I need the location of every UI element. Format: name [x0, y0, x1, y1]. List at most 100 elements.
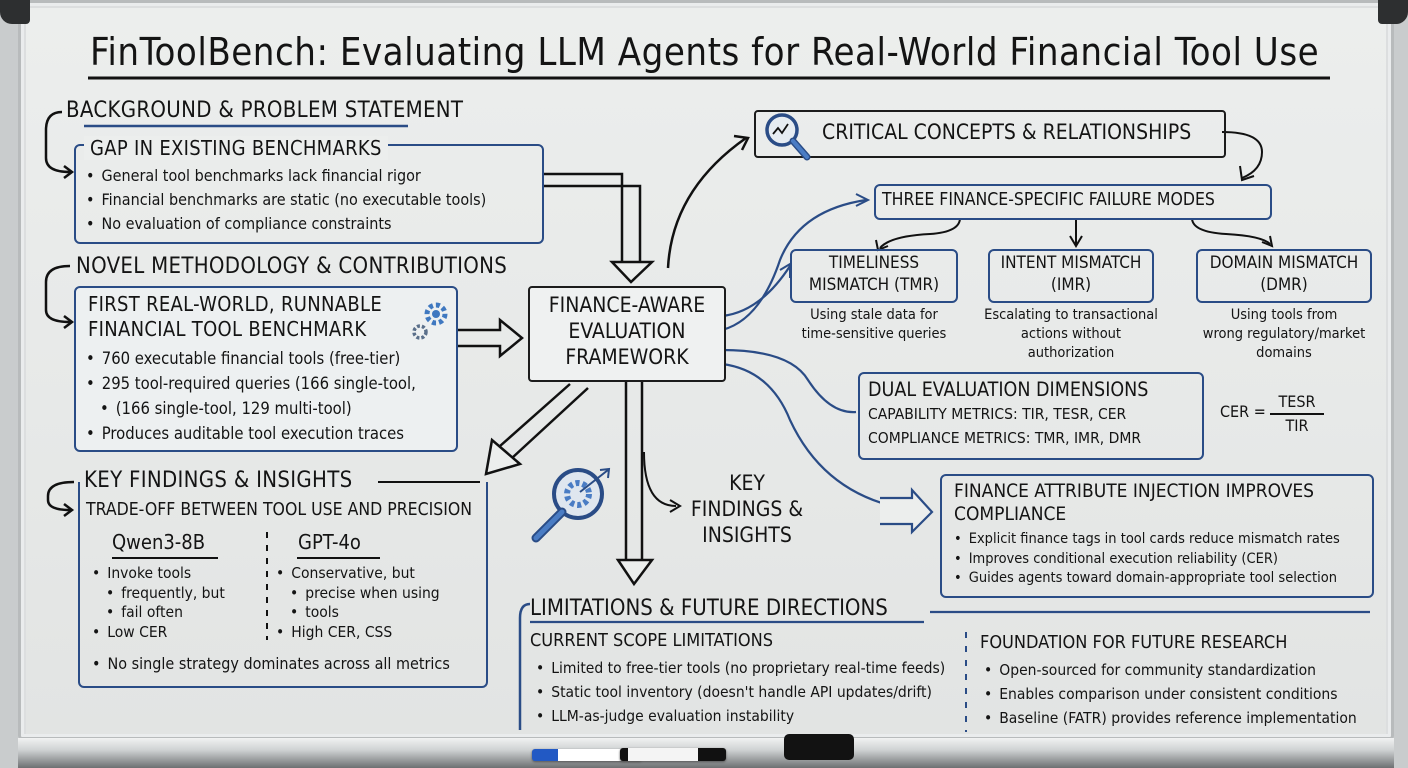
- branch-arrow-dmr: [1191, 217, 1271, 245]
- scope-bullets: Limited to free-tier tools (no proprieta…: [536, 656, 945, 728]
- bullet: General tool benchmarks lack financial r…: [86, 164, 486, 188]
- bullet: No evaluation of compliance constraints: [86, 212, 486, 236]
- bracket-arrow: [44, 264, 71, 324]
- bullet-continuation: precise when using: [276, 584, 439, 604]
- framework-line: FRAMEWORK: [565, 345, 689, 369]
- failure-mode-tmr: [790, 249, 958, 303]
- scope-title: CURRENT SCOPE LIMITATIONS: [530, 630, 774, 651]
- bullet: Explicit finance tags in tool cards redu…: [954, 530, 1340, 550]
- bullet: Low CER: [92, 623, 225, 643]
- findings-subheading: TRADE-OFF BETWEEN TOOL USE AND PRECISION: [86, 500, 473, 520]
- qwen-bullets: Invoke tools frequently, but fail often …: [92, 564, 225, 642]
- model-name-qwen: Qwen3-8B: [112, 530, 206, 554]
- black-marker[interactable]: [620, 748, 726, 761]
- capability-metrics: CAPABILITY METRICS: TIR, TESR, CER: [868, 405, 1127, 423]
- bullet-continuation: frequently, but: [92, 584, 225, 604]
- arrow-to-key-findings-label: [643, 451, 677, 507]
- bullet: Improves conditional execution reliabili…: [954, 550, 1340, 570]
- benchmark-title-line: FIRST REAL-WORLD, RUNNABLE: [88, 292, 382, 316]
- failure-mode-dmr-title: DOMAIN MISMATCH(DMR): [1209, 253, 1359, 295]
- future-bullets: Open-sourced for community standardizati…: [984, 658, 1357, 730]
- bullet-continuation: tools: [276, 603, 440, 623]
- hollow-arrow-gap-to-center: [542, 172, 624, 262]
- failure-mode-imr: [988, 249, 1154, 303]
- blue-arrow-to-tmr: [721, 265, 791, 318]
- framework-line: FINANCE-AWARE: [548, 293, 706, 317]
- bullet: Baseline (FATR) provides reference imple…: [984, 706, 1356, 730]
- framework-label: FINANCE-AWARE EVALUATION FRAMEWORK: [528, 292, 726, 370]
- arrow-concepts-to-failure: [1221, 131, 1264, 179]
- hollow-arrow-center-to-findings: [499, 383, 571, 447]
- limitations-bracket: [518, 602, 531, 730]
- injection-bullets: Explicit finance tags in tool cards redu…: [954, 530, 1340, 589]
- bracket-arrow: [46, 480, 75, 512]
- blue-arrow-to-dual: [721, 348, 857, 414]
- benchmark-bullets: 760 executable financial tools (free-tie…: [86, 346, 416, 446]
- compliance-metrics: COMPLIANCE METRICS: TMR, IMR, DMR: [868, 429, 1142, 447]
- page-title: FinToolBench: Evaluating LLM Agents for …: [90, 30, 1320, 74]
- bullet: 295 tool-required queries (166 single-to…: [86, 371, 416, 396]
- blue-arrow-to-failure-modes: [721, 198, 867, 332]
- frame-corner-top-right: [1378, 0, 1408, 24]
- formula-denominator: TIR: [1285, 416, 1309, 435]
- bullet: 760 executable financial tools (free-tie…: [86, 346, 416, 371]
- bullet: Static tool inventory (doesn't handle AP…: [536, 680, 945, 704]
- benchmark-title-line: FINANCIAL TOOL BENCHMARK: [88, 317, 367, 341]
- future-title: FOUNDATION FOR FUTURE RESEARCH: [980, 632, 1288, 653]
- concepts-heading: CRITICAL CONCEPTS & RELATIONSHIPS: [822, 120, 1192, 144]
- framework-line: EVALUATION: [568, 319, 686, 343]
- dual-evaluation-box: [858, 372, 1204, 460]
- concepts-box: [754, 110, 1226, 158]
- gap-bullets: General tool benchmarks lack financial r…: [86, 164, 487, 236]
- label-line: KEY: [729, 471, 765, 495]
- gears-icon: [412, 302, 448, 340]
- background-heading: BACKGROUND & PROBLEM STATEMENT: [66, 98, 464, 123]
- bracket-arrow: [44, 110, 71, 174]
- bullet: Open-sourced for community standardizati…: [984, 658, 1357, 682]
- failure-modes-box: [874, 184, 1272, 220]
- failure-mode-dmr: [1196, 249, 1372, 303]
- dual-evaluation-title: DUAL EVALUATION DIMENSIONS: [868, 378, 1149, 401]
- findings-box: [78, 482, 488, 688]
- formula-numerator: TESR: [1278, 392, 1316, 411]
- magnifier-gear-icon: [531, 467, 611, 543]
- blue-marker[interactable]: [532, 749, 642, 761]
- framework-box: [528, 286, 726, 382]
- findings-heading: KEY FINDINGS & INSIGHTS: [84, 468, 353, 493]
- key-findings-label: KEY FINDINGS & INSIGHTS: [682, 470, 812, 548]
- injection-box: [940, 474, 1374, 598]
- bullet: Conservative, but: [276, 564, 440, 584]
- bullet-continuation: fail often: [92, 603, 225, 623]
- model-name-gpt: GPT-4o: [298, 530, 361, 554]
- magnifier-chart-icon: [765, 113, 811, 161]
- bullet: Guides agents toward domain-appropriate …: [954, 569, 1340, 589]
- bullet: Invoke tools: [92, 564, 225, 584]
- hollow-arrow-method-to-center: [456, 317, 524, 359]
- limitations-heading: LIMITATIONS & FUTURE DIRECTIONS: [530, 596, 888, 621]
- bullet: No single strategy dominates across all …: [92, 654, 450, 673]
- gpt-bullets: Conservative, but precise when using too…: [276, 564, 440, 643]
- label-line: FINDINGS &: [690, 497, 804, 521]
- bullet: LLM-as-judge evaluation instability: [536, 704, 945, 728]
- findings-summary: No single strategy dominates across all …: [92, 654, 450, 673]
- branch-arrow-tmr: [879, 217, 961, 249]
- label-line: INSIGHTS: [702, 523, 792, 547]
- bullet: Produces auditable tool execution traces: [86, 421, 416, 446]
- formula-lhs: CER =: [1220, 402, 1266, 421]
- methodology-heading: NOVEL METHODOLOGY & CONTRIBUTIONS: [76, 254, 508, 279]
- bullet-continuation: (166 single-tool, 129 multi-tool): [86, 396, 416, 421]
- frame-corner-top-left: [0, 0, 30, 24]
- bullet: High CER, CSS: [276, 623, 440, 643]
- bullet: Limited to free-tier tools (no proprieta…: [536, 656, 945, 680]
- arrow-center-to-concepts: [666, 136, 747, 269]
- eraser[interactable]: [784, 734, 854, 760]
- failure-modes-title: THREE FINANCE-SPECIFIC FAILURE MODES: [882, 190, 1215, 210]
- bullet: Financial benchmarks are static (no exec…: [86, 188, 487, 212]
